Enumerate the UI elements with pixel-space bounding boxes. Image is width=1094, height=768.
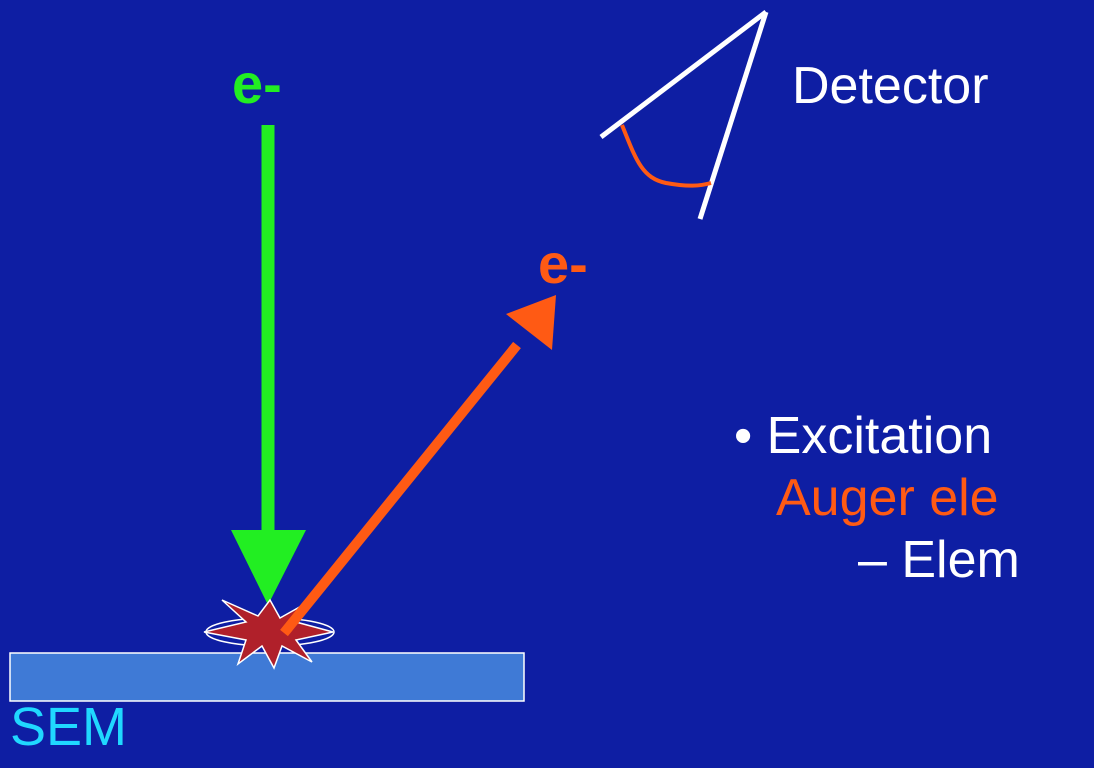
bullet-item-2: – Elem [858,534,1020,586]
emitted-electron-label: e- [538,236,588,292]
sample-slab [10,653,524,701]
bullet-item-1-continuation: Auger ele [776,472,999,524]
detector-arc [622,125,711,186]
incident-beam-arrowhead [231,530,306,605]
sub-bullet-text: Elem [901,531,1019,589]
bullet-text: Excitation [767,407,992,465]
detector-frame-left [601,12,766,137]
sub-bullet-marker: – [858,531,887,589]
emitted-beam-arrowhead [506,295,556,350]
emitted-beam-shaft [284,345,517,633]
bullet-marker: • [734,407,752,465]
technique-label: SEM [10,700,127,754]
incident-electron-label: e- [232,56,282,112]
bullet-item-1: • Excitation [734,410,992,462]
detector-label: Detector [792,60,989,112]
detector-frame-right [700,12,766,219]
